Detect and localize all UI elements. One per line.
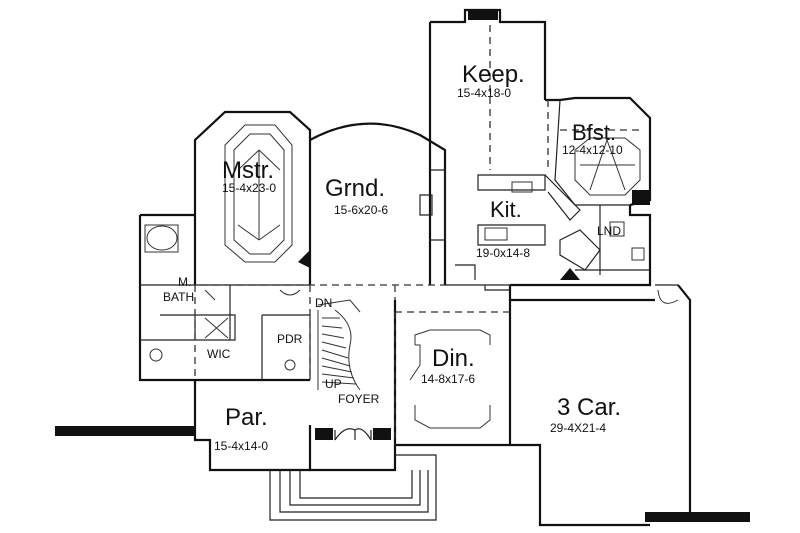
foyer-label: FOYER xyxy=(338,392,380,406)
interior-walls xyxy=(140,99,650,521)
wall-stubs xyxy=(55,10,750,522)
lnd-label: LND xyxy=(597,224,621,238)
dashed-lines xyxy=(194,25,640,445)
bfst-dim: 12-4x12-10 xyxy=(562,143,623,157)
up-label: UP xyxy=(325,377,342,391)
bfst-name: Bfst. xyxy=(572,120,616,145)
mbath-label-line2: BATH xyxy=(163,290,194,304)
din-name: Din. xyxy=(432,345,475,372)
wic-label: WIC xyxy=(207,347,231,361)
breakfast-tray-ceiling xyxy=(574,137,641,196)
par-name: Par. xyxy=(225,404,268,431)
keep-name: Keep. xyxy=(462,61,525,88)
room-labels: Keep. 15-4x18-0 Bfst. 12-4x12-10 Mstr. 1… xyxy=(214,61,623,453)
fixtures xyxy=(144,181,679,371)
dn-label: DN xyxy=(315,296,332,310)
tub xyxy=(146,225,178,251)
par-dim: 15-4x14-0 xyxy=(214,439,268,453)
kit-dim: 19-0x14-8 xyxy=(476,246,530,260)
mbath-label-line1: M. xyxy=(178,275,191,289)
staircase xyxy=(317,299,361,391)
keep-dim: 15-4x18-0 xyxy=(457,86,511,100)
dining-tray-ceiling xyxy=(409,329,491,429)
grnd-name: Grnd. xyxy=(325,175,385,202)
garage-dim: 29-4X21-4 xyxy=(550,421,606,435)
pdr-label: PDR xyxy=(277,332,303,346)
din-dim: 14-8x17-6 xyxy=(421,372,475,386)
exterior-walls xyxy=(138,8,745,527)
mstr-name: Mstr. xyxy=(222,157,274,184)
master-tray-ceiling xyxy=(224,124,293,263)
grnd-dim: 15-6x20-6 xyxy=(334,203,388,217)
small-labels: M. BATH WIC PDR LND DN UP FOYER xyxy=(163,224,621,406)
mstr-dim: 15-4x23-0 xyxy=(222,181,276,195)
kit-name: Kit. xyxy=(490,197,522,222)
garage-name: 3 Car. xyxy=(557,394,621,421)
